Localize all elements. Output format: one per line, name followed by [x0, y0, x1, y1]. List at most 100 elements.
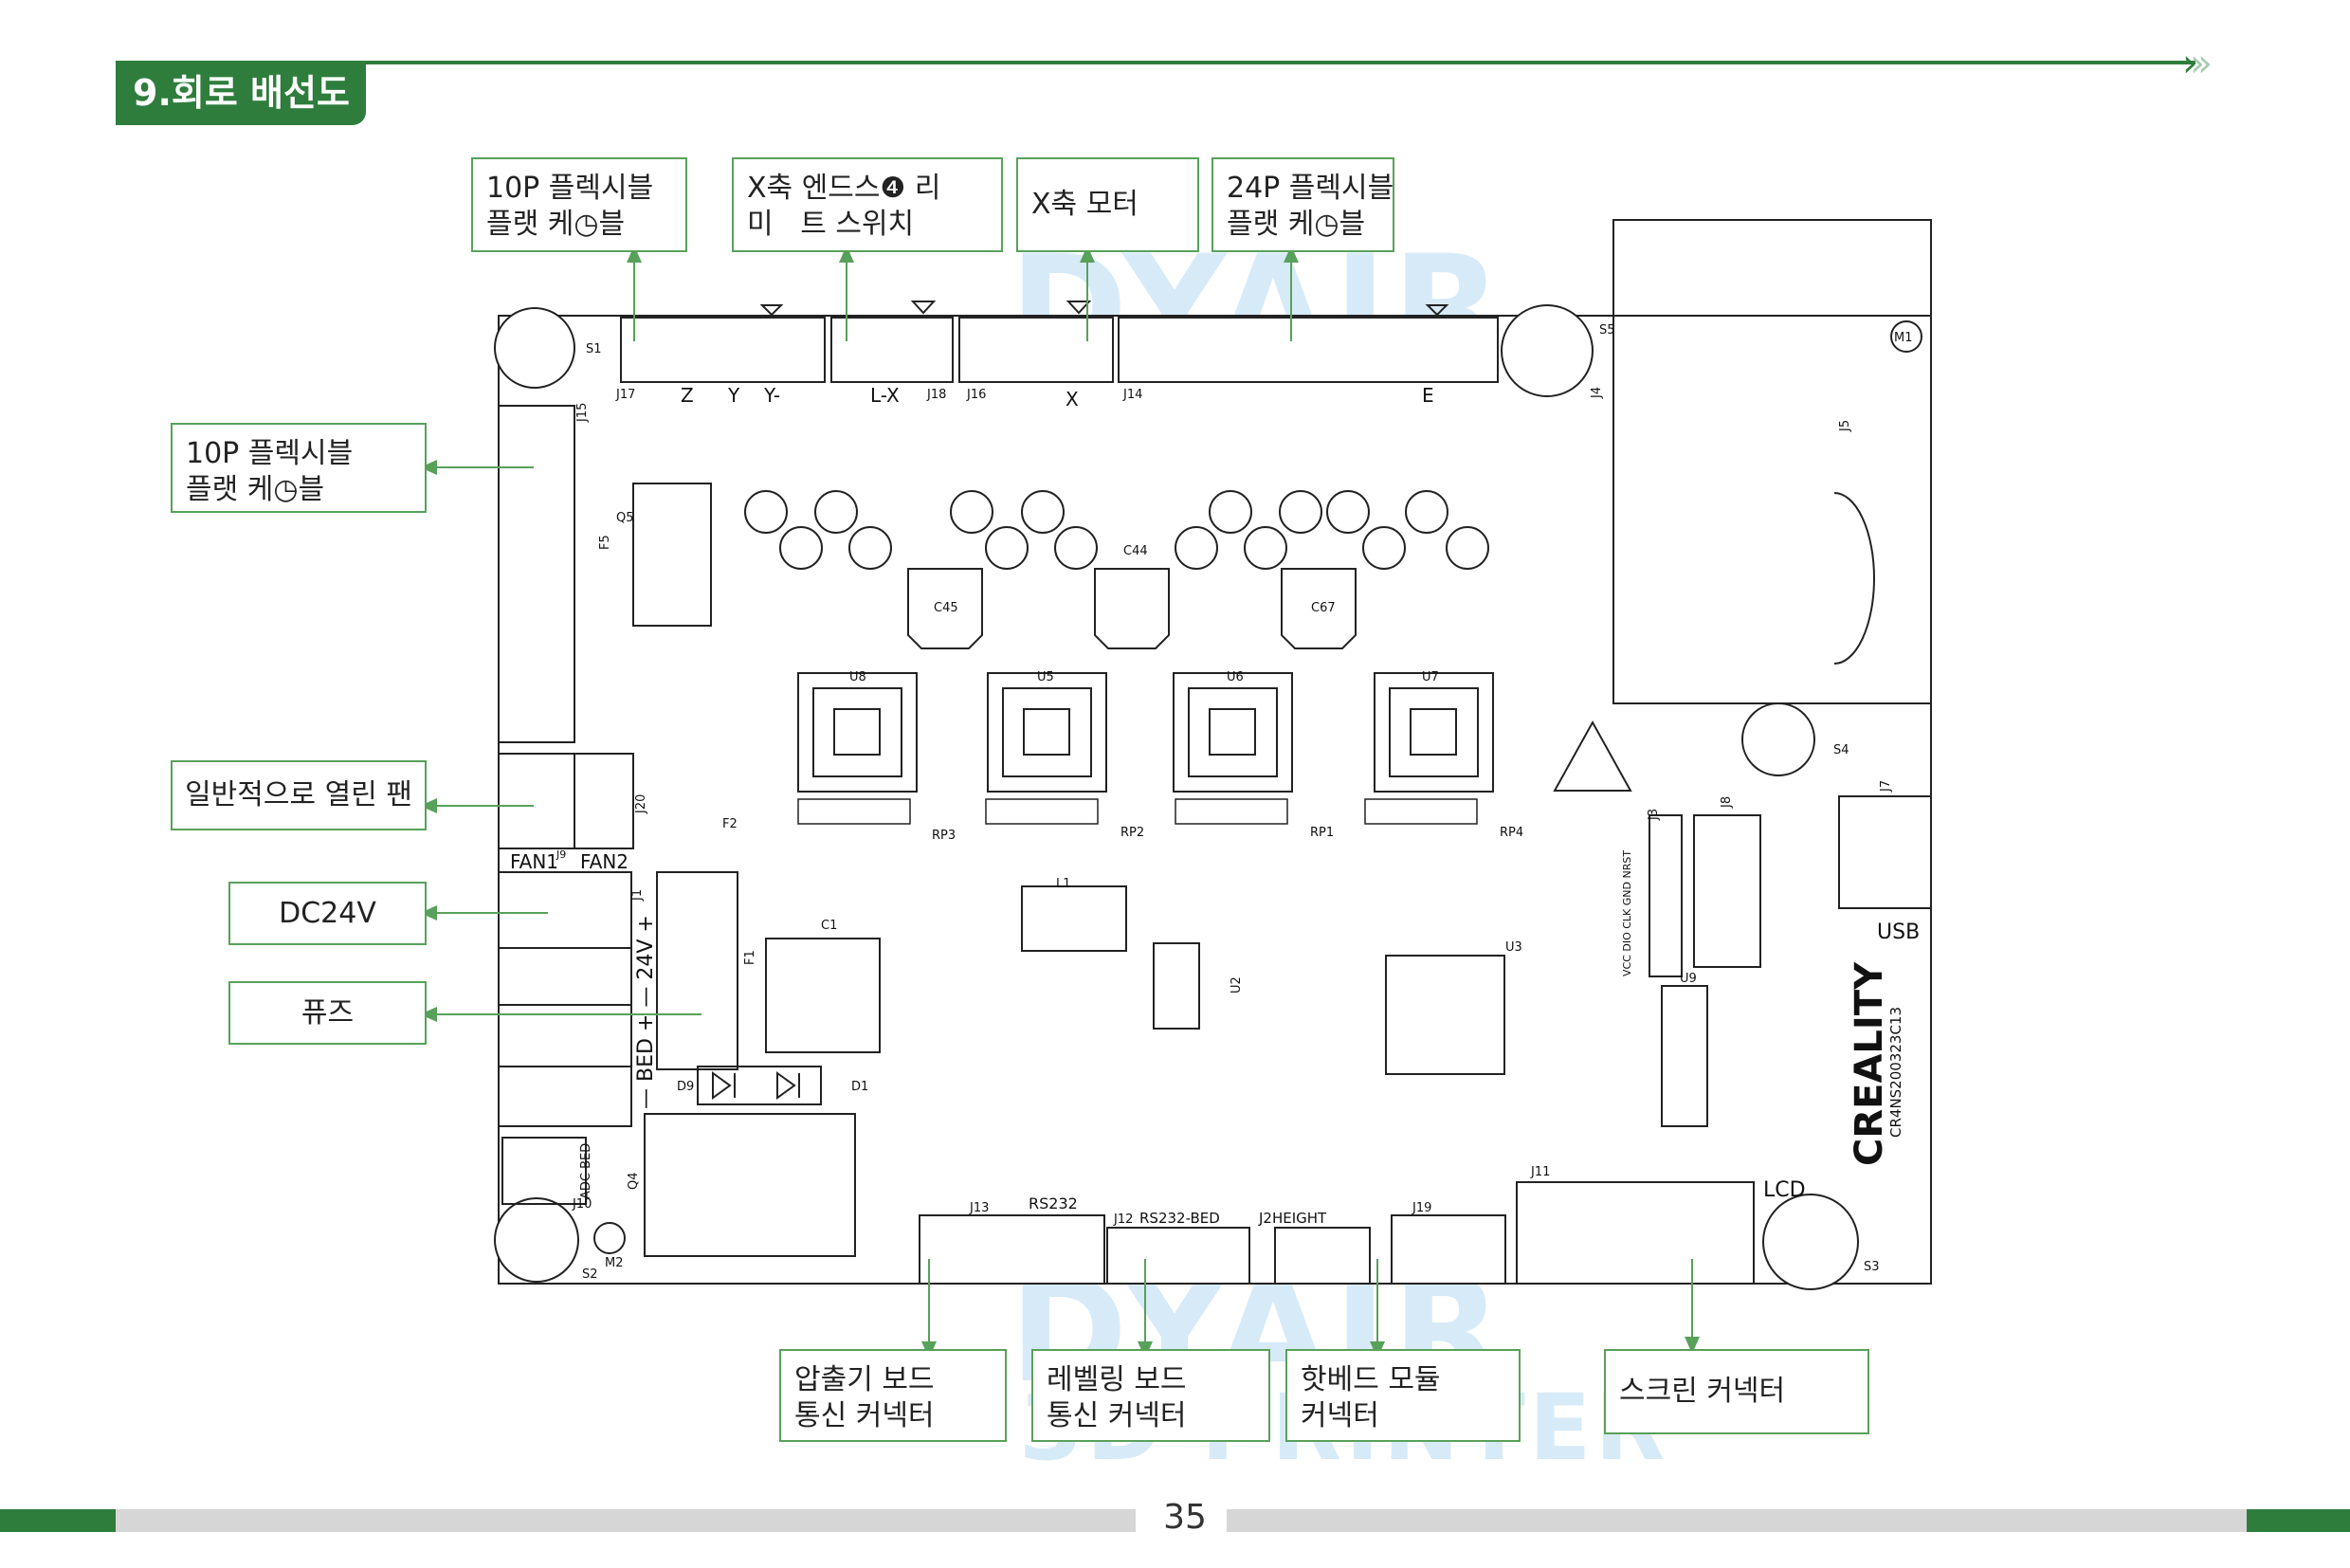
resistor-arrays [797, 798, 1478, 825]
callout-dc24v: DC24V [228, 882, 427, 945]
connector-j12 [1106, 1227, 1250, 1285]
connector-j14 [1118, 317, 1499, 383]
mosfet-q5 [632, 483, 712, 627]
label-m2: M2 [605, 1256, 624, 1270]
label-s1: S1 [586, 342, 602, 356]
label-j12: J12 [1113, 1212, 1133, 1227]
inductor-row [744, 490, 1489, 570]
label-j20: J20 [634, 794, 648, 814]
label-j5: J5 [1838, 420, 1852, 432]
label-d9: D9 [677, 1080, 694, 1094]
connector-j13 [919, 1214, 1105, 1285]
label-u6: U6 [1227, 670, 1244, 684]
label-j16: J16 [966, 388, 986, 402]
mounting-hole [494, 1197, 579, 1283]
label-rp2: RP2 [1120, 826, 1144, 840]
label-lcd: LCD [1763, 1178, 1806, 1202]
connector-fan2 [574, 753, 634, 849]
label-s4: S4 [1833, 743, 1849, 757]
label-q4: Q4 [627, 1172, 641, 1190]
label-s3: S3 [1864, 1260, 1880, 1274]
callout-10p-flex-cable-top: 10P 플렉시블 플랫 케◷블 [471, 157, 687, 252]
esd-warning-icon [1553, 720, 1632, 792]
footer-bar-left-accent [0, 1509, 116, 1532]
label-usb: USB [1877, 921, 1920, 944]
label-rs232-bed: RS232-BED [1139, 1210, 1220, 1227]
label-rs232: RS232 [1029, 1194, 1078, 1212]
creality-logo: CREALITY [1848, 961, 1891, 1166]
footer-bar-right-accent [2247, 1509, 2350, 1532]
label-c1: C1 [821, 919, 837, 933]
label-j19: J19 [1412, 1201, 1431, 1215]
connector-j10 [501, 1137, 587, 1205]
label-j14: J14 [1122, 388, 1142, 402]
label-c67: C67 [1311, 601, 1336, 615]
label-e: E [1422, 384, 1434, 407]
label-u8: U8 [849, 670, 866, 684]
footer-bar-right [1227, 1509, 2247, 1532]
label-bed-power: — BED + — 24V + [634, 915, 658, 1109]
connector-j19 [1391, 1214, 1506, 1285]
label-adc-bed: ADC BED [579, 1143, 593, 1199]
mounting-hole [1501, 304, 1594, 397]
connector-j17 [620, 317, 826, 383]
callout-hotbed-module-connector: 핫베드 모듈 커넥터 [1285, 1349, 1521, 1442]
label-f1: F1 [743, 950, 757, 965]
diode-pair-d9-d1 [697, 1066, 822, 1105]
label-j11: J11 [1530, 1165, 1550, 1179]
inductor-l1 [1021, 885, 1127, 952]
label-s5: S5 [1599, 323, 1615, 337]
mounting-hole [494, 307, 575, 389]
callout-leveling-board-connector: 레벨링 보드 통신 커넥터 [1031, 1349, 1270, 1442]
label-j10: J10 [572, 1197, 592, 1212]
usb-port-j7 [1838, 795, 1932, 909]
label-f5: F5 [598, 535, 612, 550]
capacitor-c1 [765, 938, 881, 1053]
connector-j15 [498, 405, 575, 743]
connector-j16 [958, 317, 1114, 383]
label-z: Z [681, 384, 694, 407]
label-j3: J3 [1647, 809, 1661, 821]
label-j9: J9 [556, 848, 566, 861]
label-fan1: FAN1 [510, 850, 558, 873]
label-u3: U3 [1505, 940, 1522, 955]
label-j13: J13 [969, 1201, 989, 1215]
label-x: X [1066, 388, 1079, 410]
section-title: 9.회로 배선도 [116, 61, 366, 125]
header-j3 [1649, 814, 1683, 977]
label-j8: J8 [1720, 796, 1734, 809]
label-u7: U7 [1422, 670, 1439, 684]
label-c45: C45 [934, 601, 958, 615]
label-j15: J15 [575, 403, 590, 423]
callout-normally-open-fan: 일반적으로 열린 팬 [171, 760, 427, 830]
callout-x-endstop-switch: X축 엔드스❹ 리 미 트 스위치 [732, 157, 1003, 252]
label-m1: M1 [1894, 331, 1913, 345]
mounting-hole [1741, 702, 1815, 776]
label-u2: U2 [1230, 976, 1244, 994]
mosfet-q4 [644, 1113, 856, 1257]
label-f2: F2 [722, 817, 738, 831]
label-s2: S2 [582, 1267, 598, 1282]
label-header-pins: VCC DIO CLK GND NRST [1621, 850, 1633, 976]
label-fan2: FAN2 [580, 850, 628, 873]
label-j2height: J2HEIGHT [1258, 1210, 1327, 1227]
mcu-u3 [1385, 955, 1505, 1075]
label-rp1: RP1 [1310, 826, 1334, 840]
connector-j18 [830, 317, 954, 383]
stepper-driver-row [797, 672, 1494, 793]
callout-extruder-board-connector: 압출기 보드 통신 커넥터 [779, 1349, 1007, 1442]
sd-slot-j5 [1612, 219, 1932, 704]
board-text-labels: J17 Z Y Y- L-X J18 J16 X J14 E S1 S5 M1 … [510, 323, 1920, 1282]
callout-x-axis-motor: X축 모터 [1016, 157, 1199, 252]
label-y: Y [727, 384, 740, 407]
label-u9: U9 [1680, 972, 1697, 986]
callout-10p-flex-cable-left: 10P 플렉시블 플랫 케◷블 [171, 423, 427, 513]
page-number: 35 [1163, 1498, 1207, 1537]
connector-power [498, 871, 632, 1127]
leader-lines [420, 246, 1700, 1358]
callout-fuse: 퓨즈 [228, 981, 427, 1045]
label-board-code: CR4NS200323C13 [1887, 1007, 1904, 1138]
label-j18: J18 [926, 388, 946, 402]
label-rp3: RP3 [932, 829, 956, 843]
